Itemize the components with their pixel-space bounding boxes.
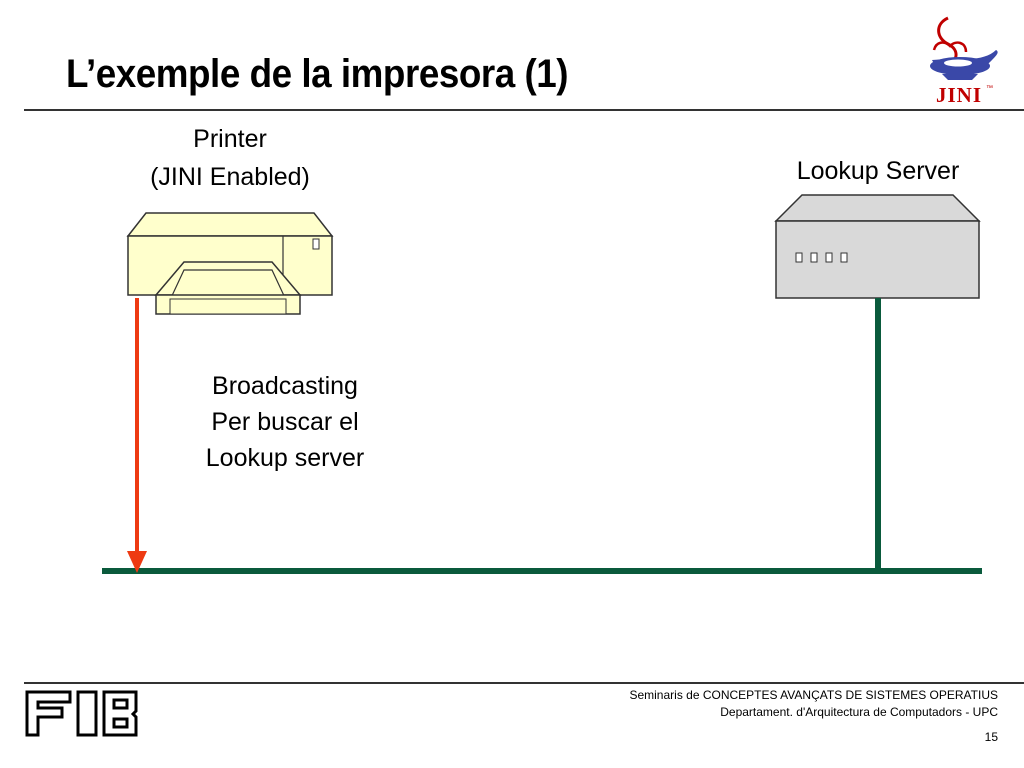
title-divider (24, 109, 1024, 111)
printer-label: Printer (JINI Enabled) (120, 120, 340, 196)
broadcast-line3: Lookup server (205, 444, 365, 472)
broadcast-line1: Broadcasting (212, 372, 358, 400)
footer-divider (24, 682, 1024, 684)
broadcast-arrow (127, 298, 147, 573)
printer-label-line1: Printer (193, 125, 267, 153)
server-led (810, 252, 818, 263)
lookup-server-icon (774, 194, 981, 299)
jini-logo-text: JINI (936, 83, 982, 107)
footer-course-name: Seminaris de CONCEPTES AVANÇATS DE SISTE… (629, 688, 998, 702)
server-led (840, 252, 848, 263)
slide-title: L’exemple de la impresora (1) (66, 52, 569, 96)
footer-department: Departament. d'Arquitectura de Computado… (720, 705, 998, 719)
broadcast-line2: Per buscar el (211, 408, 359, 436)
genie-lamp-icon (930, 16, 998, 80)
printer-icon (126, 212, 334, 315)
lookup-server-label: Lookup Server (796, 157, 960, 185)
broadcast-annotation: Broadcasting Per buscar el Lookup server (170, 368, 400, 476)
page-number: 15 (984, 730, 998, 744)
printer-label-line2: (JINI Enabled) (150, 163, 310, 191)
server-led (825, 252, 833, 263)
trademark-mark: ™ (986, 85, 993, 92)
server-led (795, 252, 803, 263)
